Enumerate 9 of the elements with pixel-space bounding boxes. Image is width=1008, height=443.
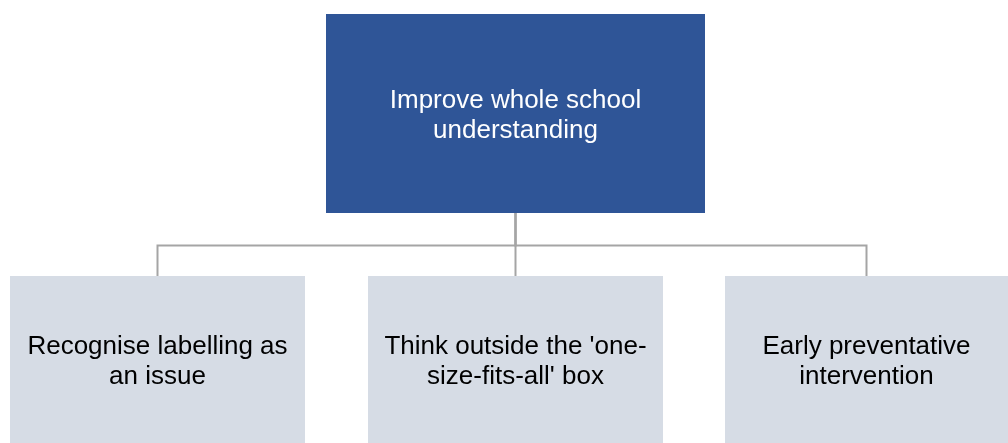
box-text: Early preventative intervention xyxy=(761,329,972,390)
process-box xyxy=(368,276,663,443)
box-text: Recognise labelling as an issue xyxy=(26,329,289,390)
process-box xyxy=(326,14,705,213)
process-box xyxy=(725,276,1008,443)
box-text: Improve whole school understanding xyxy=(388,83,643,144)
process-box xyxy=(10,276,305,443)
connector-line xyxy=(514,212,868,277)
box-text: Think outside the 'one-size-fits-all' box xyxy=(383,329,648,390)
